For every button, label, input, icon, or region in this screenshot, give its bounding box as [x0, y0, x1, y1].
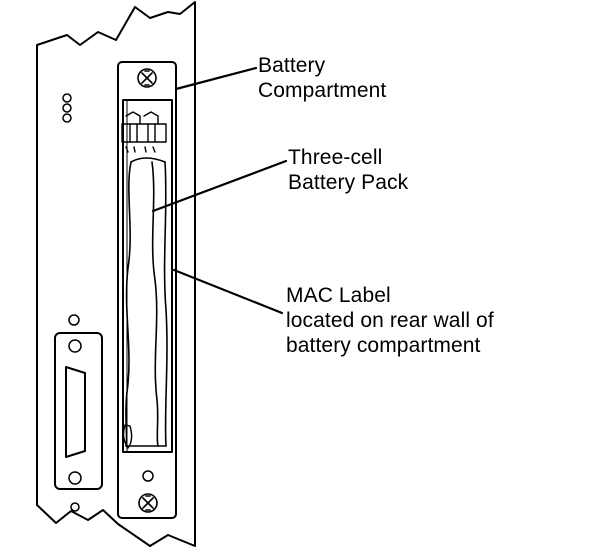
callout-battery-pack: Three-cell Battery Pack	[288, 145, 408, 195]
callout-text: Three-cell	[288, 146, 383, 169]
battery-compartment	[117, 61, 177, 519]
callout-mac-label: MAC Label located on rear wall of batter…	[286, 283, 494, 358]
battery-pack-icon	[122, 157, 168, 449]
battery-connector-icon	[121, 111, 167, 153]
db-connector-icon	[54, 314, 103, 512]
callout-text: Compartment	[258, 79, 387, 102]
callout-text: battery compartment	[286, 334, 481, 357]
callout-battery-compartment: Battery Compartment	[258, 53, 386, 103]
mounting-hole-icon	[142, 470, 154, 482]
screw-bottom-icon	[138, 493, 158, 513]
callout-text: Battery Pack	[288, 171, 409, 194]
callout-leader-lines	[151, 66, 288, 315]
callout-text: located on rear wall of	[286, 309, 494, 332]
status-led-icons	[62, 93, 72, 123]
callout-text: MAC Label	[286, 284, 391, 307]
leader-line-battery-pack	[151, 159, 288, 213]
callout-text: Battery	[258, 54, 326, 77]
screw-top-icon	[137, 68, 157, 88]
leader-line-mac-label	[172, 268, 284, 315]
device-panel-outline	[36, 1, 196, 547]
leader-line-battery-compartment	[174, 66, 258, 91]
